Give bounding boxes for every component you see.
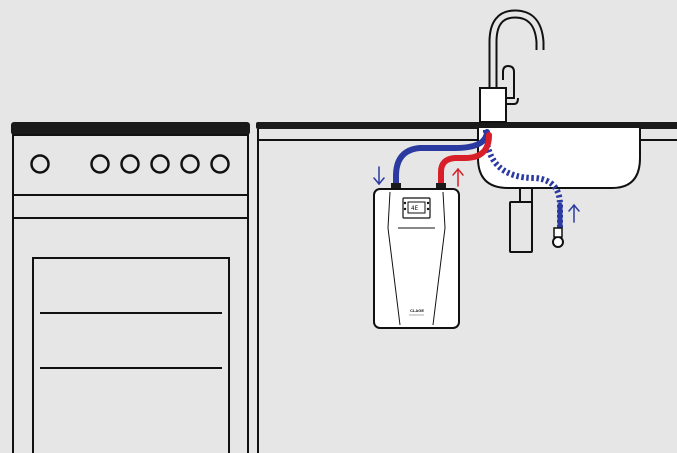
heater-connector-hot [436,183,446,191]
angle-valve-cold [552,236,564,248]
drain-trap [509,201,533,253]
drain-pipe [519,187,533,203]
stove-knob-icon [150,154,170,174]
cold-water-arrow-icon [568,203,580,223]
stove-knob-icon [30,154,50,174]
stove-top-plate [11,122,250,135]
stove [11,122,250,453]
oven-door-window [32,257,230,453]
heater-button-icon [403,207,407,211]
hot-water-pipe [438,132,492,189]
angle-valve-stem [553,227,563,238]
faucet-lever [502,64,515,99]
faucet-spout-inner [490,11,543,92]
water-heater: 4E CLAGE [373,183,460,329]
heater-front-panel [387,191,446,326]
stove-knob-icon [90,154,110,174]
sink [474,122,646,253]
heater-display-readout: 4E [411,205,419,212]
heater-connector-cold [391,183,401,191]
heater-button-icon [426,201,430,205]
heater-button-icon [403,201,407,205]
stove-body [12,134,249,453]
sink-rim [474,122,646,128]
stove-knob-icon [120,154,140,174]
faucet-body [479,87,507,123]
cold-water-arrow-icon [373,166,385,186]
faucet-lever-handle [506,97,519,105]
heater-button-icon [426,207,430,211]
stove-knob-icon [210,154,230,174]
faucet [479,9,545,123]
heater-display-screen [407,201,426,214]
heater-brand-label: CLAGE [410,308,424,313]
sink-basin [477,127,641,189]
hot-water-arrow-icon [452,167,464,187]
cold-water-pipe [393,129,490,189]
stove-knob-icon [180,154,200,174]
heater-body [373,188,460,329]
